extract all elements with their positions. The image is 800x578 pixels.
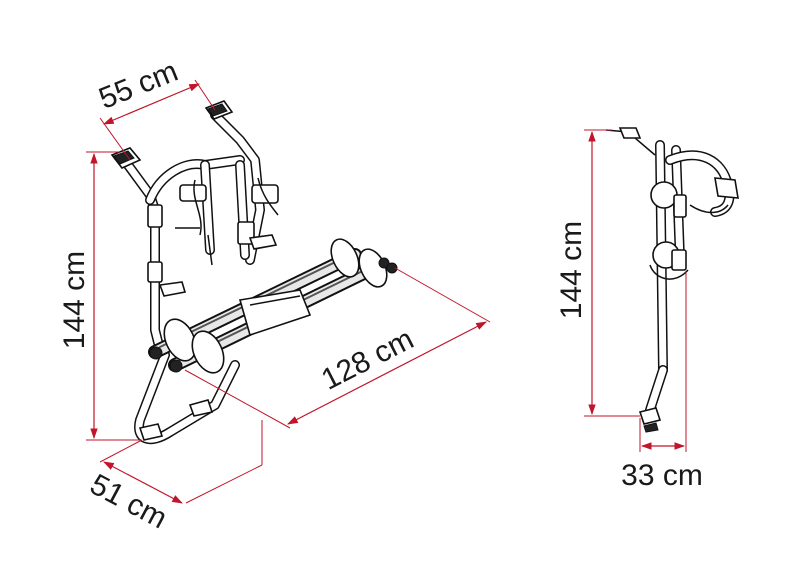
depth-bottom-extension-left	[99, 439, 143, 463]
depth-bottom-label: 51 cm	[85, 468, 173, 535]
rail-length-extension-right	[394, 267, 491, 323]
rail-length-extension-left	[184, 369, 291, 429]
width-top-extension-left	[99, 117, 131, 161]
rail-length-label: 128 cm	[316, 322, 419, 396]
depth-bottom-extension-base	[185, 464, 263, 504]
bike-rack-side-view	[605, 127, 739, 433]
depth-side-label: 33 cm	[621, 459, 703, 492]
depth-bottom-dimension-line	[103, 461, 183, 504]
height-front-label: 144 cm	[58, 251, 91, 349]
bike-rack-front-view	[110, 100, 398, 445]
rail-length-dimension-line	[287, 321, 487, 425]
width-top-label: 55 cm	[94, 55, 182, 116]
side-view-dimensions: 144 cm 33 cm	[555, 129, 703, 492]
width-top-dimension-line	[103, 83, 200, 125]
height-side-label: 144 cm	[555, 221, 588, 319]
